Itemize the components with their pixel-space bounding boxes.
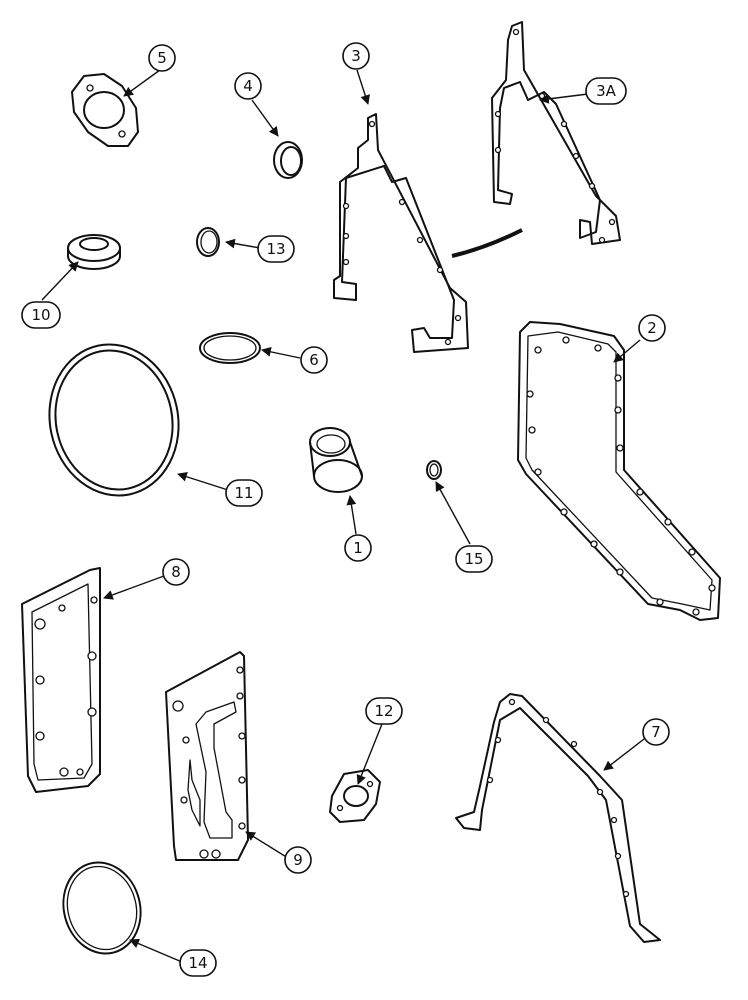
callout-label: 14 [188, 954, 207, 972]
part-3a-alternate-cover-gasket [491, 21, 621, 245]
part-14-ring-seal [62, 861, 142, 955]
callout-6: 6 [300, 346, 328, 374]
part-13-o-ring [196, 227, 220, 257]
callout-label: 3 [351, 47, 361, 65]
alternate-part-curve [451, 228, 523, 258]
part-2-cover-gasket [517, 321, 721, 621]
part-11-large-ring-seal [48, 343, 180, 497]
callout-5: 5 [148, 44, 176, 72]
callout-label: 8 [171, 563, 181, 581]
callout-7: 7 [642, 718, 670, 746]
callout-14: 14 [179, 949, 217, 977]
callout-2: 2 [638, 314, 666, 342]
part-6-o-ring [199, 332, 261, 364]
callout-label: 11 [234, 484, 253, 502]
callout-3: 3 [342, 42, 370, 70]
callout-4: 4 [234, 72, 262, 100]
callout-leaders [41, 69, 649, 963]
callout-label: 1 [353, 539, 363, 557]
callout-label: 9 [293, 851, 303, 869]
callout-13: 13 [257, 235, 295, 263]
callout-15: 15 [455, 545, 493, 573]
callout-label: 5 [157, 49, 167, 67]
part-12-small-flange-gasket [329, 769, 381, 823]
callout-10: 10 [21, 301, 61, 329]
callout-label: 10 [31, 306, 50, 324]
part-7-rear-cover-gasket [455, 693, 661, 943]
part-15-small-o-ring [426, 460, 442, 480]
callout-label: 3A [596, 82, 617, 100]
part-8-plate-gasket [21, 567, 101, 793]
callout-label: 6 [309, 351, 319, 369]
callout-label: 4 [243, 77, 253, 95]
callout-3a: 3A [585, 77, 627, 105]
callout-1: 1 [344, 534, 372, 562]
callout-label: 15 [464, 550, 483, 568]
callout-label: 12 [374, 702, 393, 720]
callout-8: 8 [162, 558, 190, 586]
callout-11: 11 [225, 479, 263, 507]
part-5-flange-gasket [71, 73, 139, 147]
callout-9: 9 [284, 846, 312, 874]
part-10-oil-seal [67, 234, 121, 270]
part-3-front-cover-gasket [333, 113, 469, 353]
part-4-seal-ring [273, 141, 303, 179]
part-1-rear-seal [309, 427, 363, 493]
part-9-cooler-gasket [165, 651, 249, 861]
callout-label: 7 [651, 723, 661, 741]
callout-label: 2 [647, 319, 657, 337]
callout-12: 12 [365, 697, 403, 725]
callout-label: 13 [266, 240, 285, 258]
